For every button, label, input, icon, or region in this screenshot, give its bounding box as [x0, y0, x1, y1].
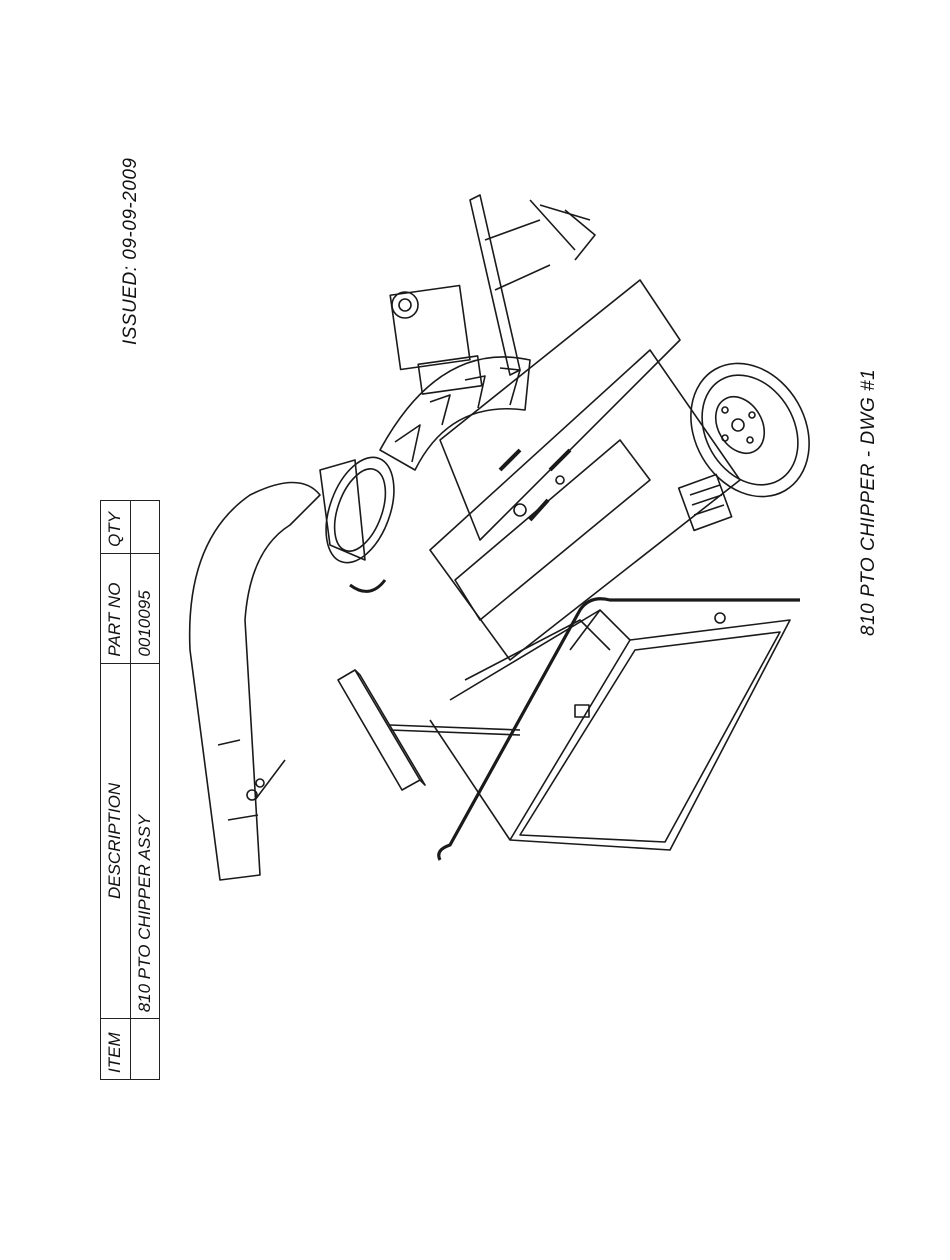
chipper-assembly-drawing — [180, 180, 830, 920]
header-part-no: PART NO — [101, 553, 131, 663]
row-part-no: 0010095 — [130, 553, 160, 663]
parts-table: ITEM DESCRIPTION PART NO QTY 810 PTO CHI… — [100, 500, 160, 1080]
hitch — [470, 195, 595, 375]
wheel — [667, 342, 830, 518]
gearbox — [390, 285, 482, 394]
header-item: ITEM — [101, 1019, 131, 1080]
parts-table-header: ITEM DESCRIPTION PART NO QTY — [101, 501, 131, 1080]
drawing-title: 810 PTO CHIPPER - DWG #1 — [858, 369, 880, 636]
header-description: DESCRIPTION — [101, 663, 131, 1019]
discharge-chute — [190, 483, 320, 881]
feed-table-board — [338, 670, 520, 790]
header-qty: QTY — [101, 501, 131, 554]
chute-collar — [313, 448, 407, 591]
row-item — [130, 1019, 160, 1080]
row-description: 810 PTO CHIPPER ASSY — [130, 663, 160, 1019]
blower-housing — [380, 357, 530, 470]
feed-hopper — [430, 610, 790, 850]
issued-date: ISSUED: 09-09-2009 — [120, 158, 142, 346]
table-row: 810 PTO CHIPPER ASSY 0010095 — [130, 501, 160, 1080]
row-qty — [130, 501, 160, 554]
